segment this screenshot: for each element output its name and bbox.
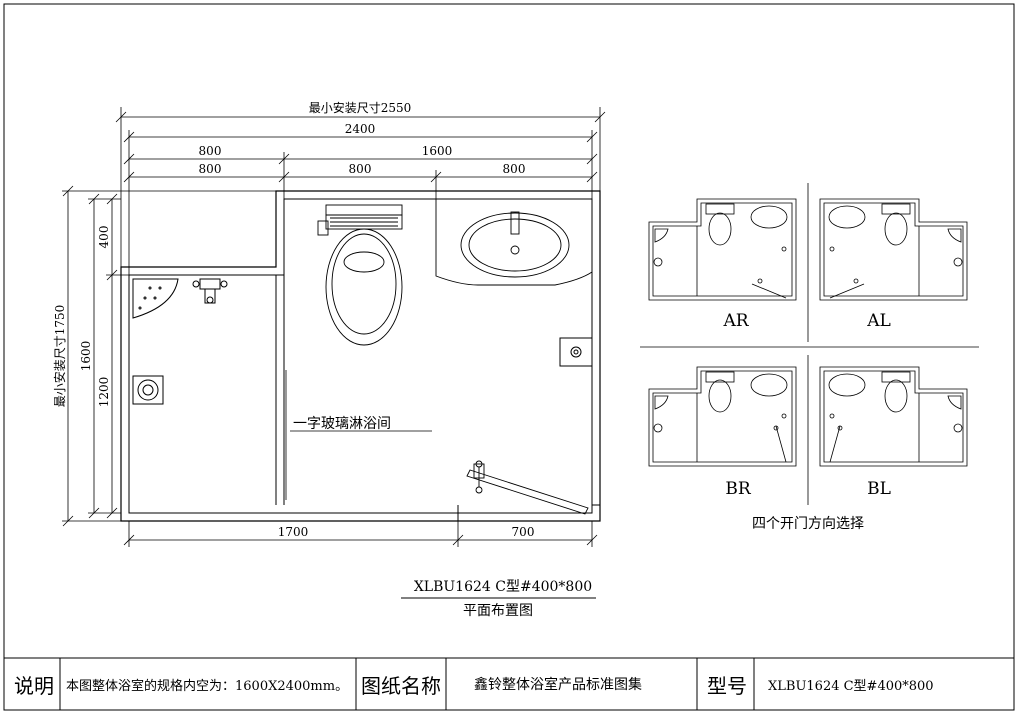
dim-bottom-700: 700 [512,525,535,539]
dim-left-400: 400 [97,226,111,249]
option-label-br: BR [725,479,751,499]
note-text: 本图整体浴室的规格内空为：1600X2400mm。 [66,678,349,694]
option-label-al: AL [866,311,891,331]
sheet-border [3,3,1015,711]
dim-top-1600: 1600 [422,144,453,158]
dim-left-1200: 1200 [97,377,111,408]
dim-top-800-b: 800 [199,162,222,176]
shower-mixer-icon [192,278,228,304]
main-plan [120,190,601,522]
dim-top-800-c: 800 [349,162,372,176]
dim-min-install-width: 最小安装尺寸2550 [309,100,412,115]
model-value: XLBU1624 C型#400*800 [768,678,934,694]
dim-top-800-d: 800 [503,162,526,176]
basin-icon [435,199,593,286]
door-options-caption: 四个开门方向选择 [752,516,864,532]
corner-shelf-icon [132,278,179,319]
option-dividers [640,183,979,505]
dim-left-1600: 1600 [79,341,93,372]
option-ar-plan [648,198,797,301]
title-block-frame [4,657,1014,710]
left-dimensions [62,185,276,527]
dim-bottom-1700: 1700 [278,525,309,539]
option-bl-plan [819,366,968,467]
note-heading: 说明 [14,673,54,698]
shower-drain-icon [132,375,164,405]
toilet-icon [317,204,403,346]
door-leaf [466,460,589,515]
title-block: 说明 本图整体浴室的规格内空为：1600X2400mm。 图纸名称 鑫铃整体浴室… [4,658,1014,710]
option-al-plan [819,198,968,301]
shower-label: 一字玻璃淋浴间 [293,415,391,432]
model-code: XLBU1624 C型#400*800 [414,579,592,595]
dim-overall-width: 2400 [345,122,376,136]
top-dimensions [115,107,606,275]
drawing-name: 鑫铃整体浴室产品标准图集 [474,677,642,693]
option-label-bl: BL [867,479,891,499]
option-label-ar: AR [722,311,749,331]
dim-top-800-a: 800 [199,144,222,158]
bottom-dimensions [123,521,598,547]
floor-drain-icon [559,337,593,367]
dim-min-install-height: 最小安装尺寸1750 [52,305,67,408]
view-name: 平面布置图 [463,603,533,619]
option-br-plan [648,366,797,467]
model-heading: 型号 [707,673,747,698]
drawing-name-heading: 图纸名称 [361,673,441,698]
